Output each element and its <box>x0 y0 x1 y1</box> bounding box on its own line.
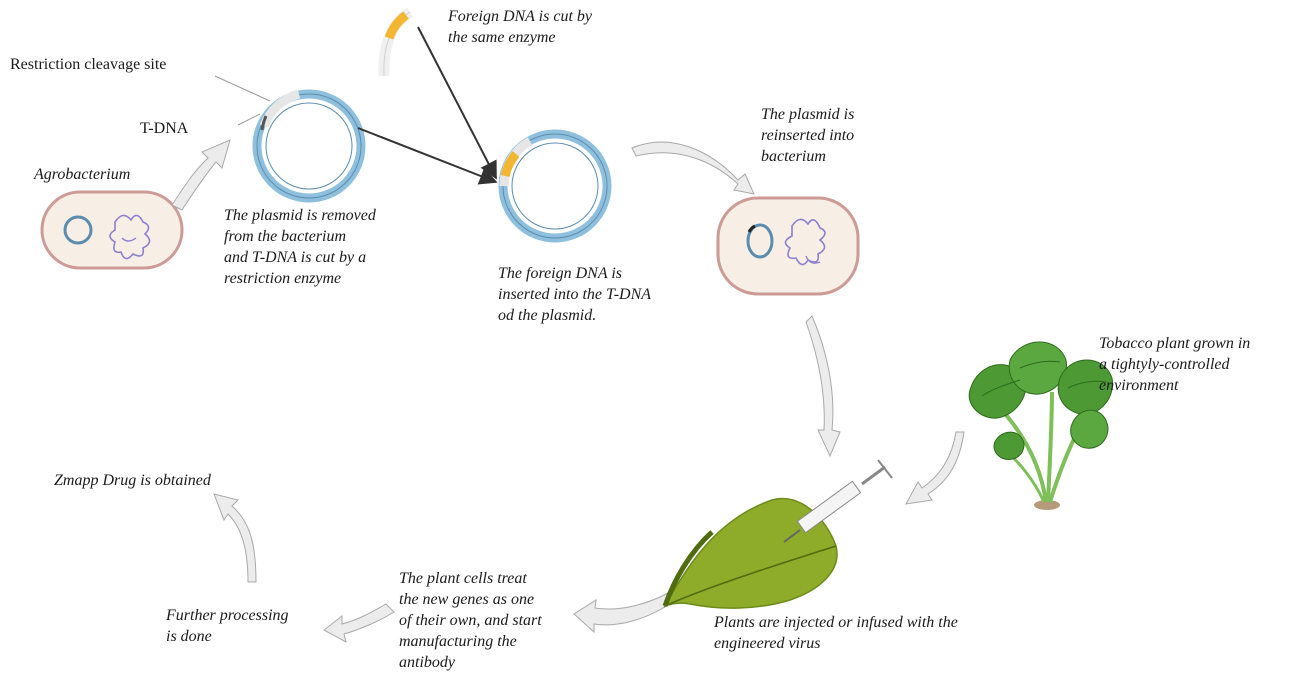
curved-arrow-6 <box>324 604 394 642</box>
tdna-segment <box>264 94 299 126</box>
tobacco-plant-icon <box>969 342 1112 510</box>
label-plasmid-removed: The plasmid is removed from the bacteriu… <box>224 205 376 289</box>
curved-arrow-4 <box>906 432 964 504</box>
label-zmapp: Zmapp Drug is obtained <box>54 470 211 491</box>
plasmid-1 <box>257 94 361 198</box>
curved-arrow-7 <box>214 494 256 582</box>
label-tobacco: Tobacco plant grown in a tightyly-contro… <box>1099 333 1250 396</box>
curved-arrow-2 <box>632 142 754 194</box>
label-plant-cells: The plant cells treat the new genes as o… <box>399 568 542 673</box>
agrobacterium-cell <box>42 192 182 268</box>
curved-arrow-3 <box>806 316 840 456</box>
curved-arrow-5 <box>574 592 676 632</box>
label-agrobacterium: Agrobacterium <box>34 164 130 185</box>
label-foreign-dna-cut: Foreign DNA is cut by the same enzyme <box>448 6 592 48</box>
recombinant-agrobacterium-cell <box>718 198 858 294</box>
label-restriction-site: Restriction cleavage site <box>10 54 166 75</box>
curved-arrow-1 <box>172 140 230 210</box>
label-plasmid-reinserted: The plasmid is reinserted into bacterium <box>761 104 854 167</box>
foreign-dna-fragment <box>384 12 410 76</box>
label-further-processing: Further processing is done <box>166 605 289 647</box>
label-foreign-inserted: The foreign DNA is inserted into the T-D… <box>498 263 651 326</box>
label-injected: Plants are injected or infused with the … <box>714 612 958 654</box>
plasmid-2 <box>503 134 607 238</box>
label-tdna: T-DNA <box>140 118 188 139</box>
injected-leaf <box>665 460 892 608</box>
